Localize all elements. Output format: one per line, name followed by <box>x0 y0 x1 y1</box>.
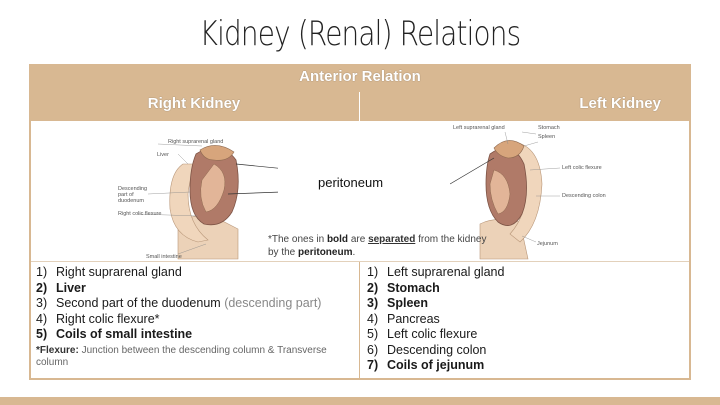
list-item: 7) Coils of jejunum <box>367 358 504 374</box>
label-jejunum: Jejunum <box>537 241 558 247</box>
list-item: 4) Right colic flexure* <box>36 312 321 328</box>
list-extra: (descending part) <box>224 296 322 310</box>
list-item: 5) Left colic flexure <box>367 327 504 343</box>
bottom-bar <box>0 397 720 405</box>
list-item: 4) Pancreas <box>367 312 504 328</box>
right-kidney-figure <box>137 143 278 260</box>
list-number: 1) <box>367 265 379 279</box>
list-text: Right suprarenal gland <box>56 265 182 279</box>
label-right-suprarenal: Right suprarenal gland <box>168 139 224 145</box>
right-kidney-heading: Right Kidney <box>147 95 241 112</box>
list-number: 3) <box>36 296 48 310</box>
list-item: 3) Second part of the duodenum (descendin… <box>36 296 321 312</box>
list-text: Descending colon <box>387 342 487 357</box>
list-number: 6) <box>367 342 379 357</box>
list-item: 6) Descending colon <box>367 343 504 359</box>
label-duodenum: Descending part of duodenum <box>118 186 148 204</box>
list-text: Coils of small intestine <box>56 327 193 341</box>
list-number: 5) <box>367 327 379 341</box>
list-number: 2) <box>367 280 379 295</box>
list-number: 3) <box>367 296 379 310</box>
column-divider <box>359 262 360 378</box>
list-item: 1) Left suprarenal gland <box>367 265 504 281</box>
list-text: Pancreas <box>387 311 440 326</box>
list-item: 5) Coils of small intestine <box>36 327 321 343</box>
list-number: 5) <box>36 327 48 341</box>
list-number: 4) <box>367 311 379 326</box>
list-number: 7) <box>367 358 379 372</box>
list-item: 1) Right suprarenal gland <box>36 265 321 281</box>
list-item: 2) Stomach <box>367 281 504 297</box>
label-small-intestine: Small intestine <box>146 254 182 260</box>
list-item: 3) Spleen <box>367 296 504 312</box>
list-number: 2) <box>36 280 48 295</box>
label-left-suprarenal: Left suprarenal gland <box>453 125 505 131</box>
list-text: Second part of the duodenum <box>56 296 225 310</box>
header-divider <box>359 92 360 121</box>
section-divider <box>31 261 689 262</box>
bold-note: *The ones in bold are separated from the… <box>268 234 487 258</box>
left-kidney-relations-list: 1) Left suprarenal gland 2) Stomach 3) Spleen… <box>367 265 504 374</box>
list-text: Spleen <box>387 296 428 310</box>
flexure-note: *Flexure: Junction between the descendin… <box>36 345 327 368</box>
list-text: Stomach <box>387 280 440 295</box>
list-item: 2) Liver <box>36 281 321 297</box>
list-text: Right colic flexure* <box>56 311 160 326</box>
header-band: Anterior Relation Right Kidney Left Kidn… <box>29 64 691 121</box>
list-text: Left colic flexure <box>387 327 478 341</box>
list-number: 1) <box>36 265 48 279</box>
left-kidney-figure <box>450 131 560 260</box>
list-text: Coils of jejunum <box>387 358 485 372</box>
peritoneum-label: peritoneum <box>318 175 384 190</box>
section-title: Anterior Relation <box>299 68 421 85</box>
list-text: Left suprarenal gland <box>387 265 505 279</box>
label-liver: Liver <box>157 152 169 158</box>
label-stomach: Stomach <box>538 125 560 131</box>
label-descending-colon: Descending colon <box>562 193 606 199</box>
list-text: Liver <box>56 280 86 295</box>
left-kidney-heading: Left Kidney <box>579 95 661 112</box>
slide-title: Kidney (Renal) Relations <box>199 14 521 54</box>
label-right-colic: Right colic flexure <box>118 211 162 217</box>
label-spleen: Spleen <box>538 134 556 140</box>
label-left-colic: Left colic flexure <box>562 165 602 171</box>
list-number: 4) <box>36 311 48 326</box>
right-kidney-relations-list: 1) Right suprarenal gland 2) Liver 3) Second … <box>36 265 321 343</box>
